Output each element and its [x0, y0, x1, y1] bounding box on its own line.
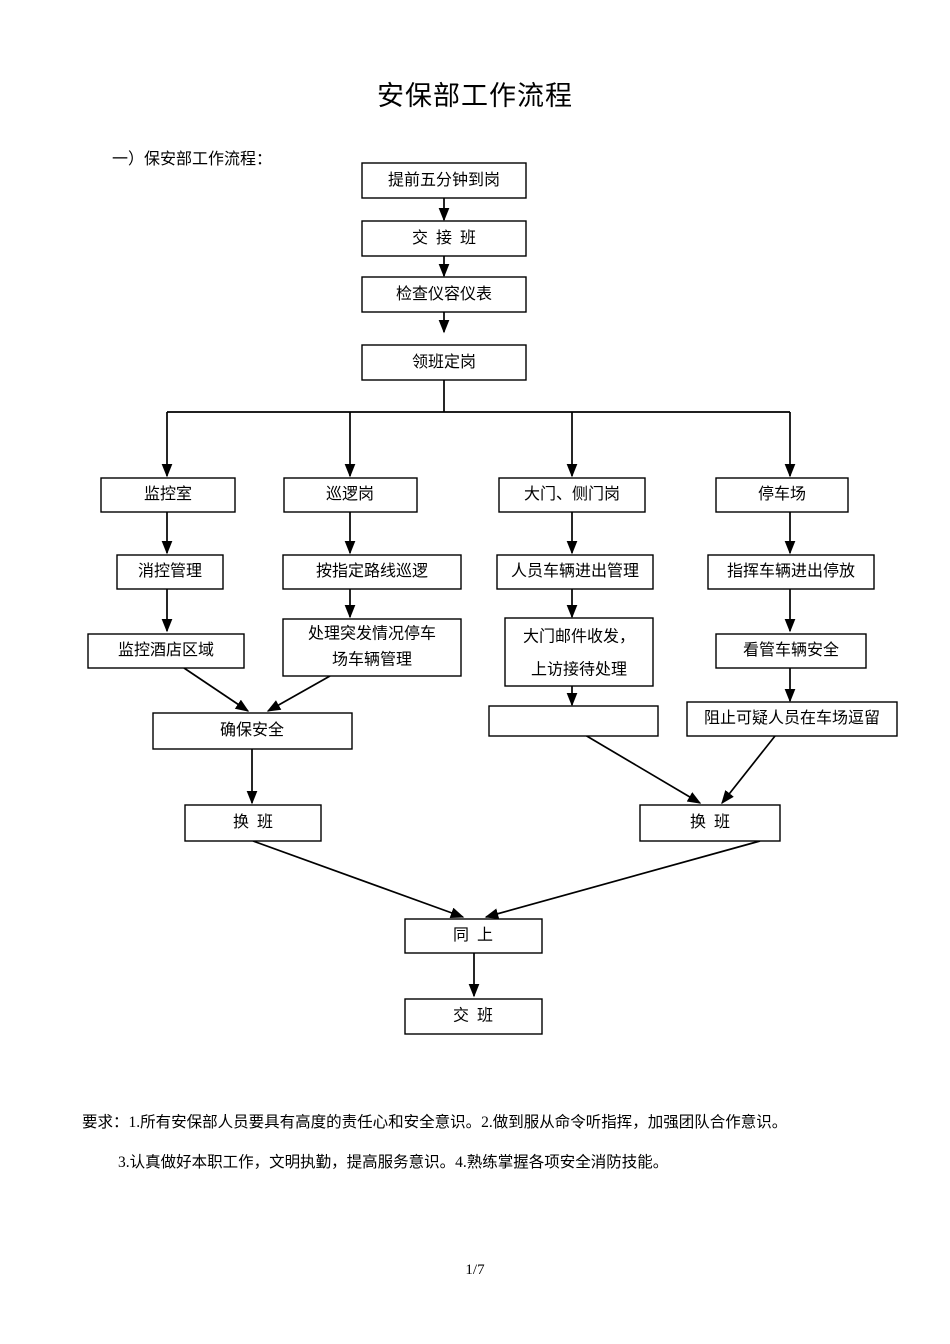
edge-monitor-hotel-to-ensure-safety [183, 667, 250, 712]
node-ensure-safety[interactable]: 确保安全 [152, 712, 353, 750]
node-monitor-hotel[interactable]: 监控酒店区域 [87, 633, 245, 669]
node-monitor-room[interactable]: 监控室 [100, 477, 236, 513]
node-gate-post[interactable]: 大门、侧门岗 [498, 477, 646, 513]
node-gate-post-label: 大门、侧门岗 [524, 485, 620, 503]
edge-blank-to-shift-right [584, 734, 702, 804]
node-parking-lot[interactable]: 停车场 [715, 477, 849, 513]
requirements-line-2: 3.认真做好本职工作，文明执勤，提高服务意识。4.熟练掌握各项安全消防技能。 [118, 1154, 669, 1171]
node-arrive-early-label: 提前五分钟到岗 [388, 171, 500, 189]
node-handover-label: 交 接 班 [412, 229, 476, 247]
node-shift-change-right-label: 换 班 [690, 813, 730, 831]
node-check-appearance[interactable]: 检查仪容仪表 [361, 276, 527, 313]
node-fire-control[interactable]: 消控管理 [116, 554, 224, 590]
page-title: 安保部工作流程 [377, 81, 573, 111]
node-patrol-route-label: 按指定路线巡逻 [316, 562, 428, 580]
node-people-vehicle[interactable]: 人员车辆进出管理 [496, 554, 654, 590]
node-foreman-assign[interactable]: 领班定岗 [361, 344, 527, 381]
node-monitor-room-label: 监控室 [144, 485, 192, 503]
node-vehicle-safety[interactable]: 看管车辆安全 [715, 633, 867, 669]
node-shift-change-right[interactable]: 换 班 [639, 804, 781, 842]
requirements-line-1: 要求：1.所有安保部人员要具有高度的责任心和安全意识。2.做到服从命令听指挥，加… [82, 1114, 788, 1131]
edge-block-to-shift-right [721, 735, 776, 805]
node-arrive-early[interactable]: 提前五分钟到岗 [361, 162, 527, 199]
node-emergency-line2: 场车辆管理 [332, 651, 412, 669]
node-emergency-vehicle[interactable]: 处理突发情况停车 场车辆管理 [282, 618, 462, 677]
node-shift-change-left[interactable]: 换 班 [184, 804, 322, 842]
node-direct-vehicle[interactable]: 指挥车辆进出停放 [707, 554, 875, 590]
edge-emergency-to-ensure-safety [266, 675, 331, 712]
node-vehicle-safety-label: 看管车辆安全 [743, 641, 839, 659]
node-direct-vehicle-label: 指挥车辆进出停放 [727, 562, 855, 580]
node-patrol-post-label: 巡逻岗 [326, 485, 374, 503]
node-people-vehicle-label: 人员车辆进出管理 [511, 562, 639, 580]
flowchart-diagram: 提前五分钟到岗 交 接 班 检查仪容仪表 领班定岗 监控室 巡逻岗 大门、侧门岗 [87, 162, 898, 1035]
node-patrol-route[interactable]: 按指定路线巡逻 [282, 554, 462, 590]
node-mail-reception[interactable]: 大门邮件收发， 上访接待处理 [504, 617, 654, 687]
section-label: 一）保安部工作流程： [112, 151, 273, 168]
node-monitor-hotel-label: 监控酒店区域 [118, 641, 214, 659]
node-parking-lot-label: 停车场 [758, 485, 806, 503]
node-block-suspicious-label: 阻止可疑人员在车场逗留 [704, 709, 880, 727]
node-same-as-above-label: 同 上 [453, 926, 493, 944]
node-blank-box[interactable] [488, 705, 659, 737]
node-fire-control-label: 消控管理 [138, 562, 202, 580]
edge-shift-right-to-same-above [484, 840, 761, 919]
node-emergency-line1: 处理突发情况停车 [308, 625, 436, 643]
node-handover[interactable]: 交 接 班 [361, 220, 527, 257]
node-ensure-safety-label: 确保安全 [220, 721, 284, 739]
node-patrol-post[interactable]: 巡逻岗 [283, 477, 418, 513]
node-block-suspicious[interactable]: 阻止可疑人员在车场逗留 [686, 701, 898, 737]
page-number: 1/7 [465, 1262, 485, 1278]
node-shift-change-left-label: 换 班 [233, 813, 273, 831]
edge-shift-left-to-same-above [252, 840, 465, 918]
node-mail-line1: 大门邮件收发， [523, 628, 635, 646]
node-hand-over-shift-label: 交 班 [453, 1007, 493, 1025]
node-same-as-above[interactable]: 同 上 [404, 918, 543, 954]
node-hand-over-shift[interactable]: 交 班 [404, 998, 543, 1035]
node-check-appearance-label: 检查仪容仪表 [396, 285, 492, 303]
node-foreman-assign-label: 领班定岗 [412, 353, 476, 371]
node-mail-line2: 上访接待处理 [531, 661, 627, 679]
